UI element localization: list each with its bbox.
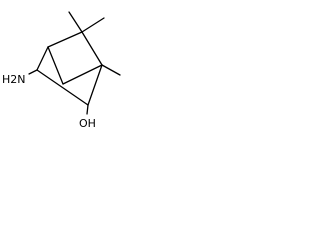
bond-bridgehead-to-amine-carbon [36,46,49,71]
bond-bridgehead-to-bridge-carbon [47,31,83,48]
bond-bridge-carbon-to-methyl-b [81,17,105,33]
bond-hydroxyl-carbon-to-bridgehead [87,64,103,106]
bond-back-carbon-to-bridgehead [62,64,103,85]
bond-bridge-carbon-to-bridgehead [81,31,103,66]
hydroxyl-label: OH [79,117,96,130]
bond-bridgehead-to-methyl [101,64,121,76]
bond-hydroxyl-carbon-to-oxygen [86,104,89,115]
bond-skeleton [28,11,121,115]
bond-bridge-carbon-to-methyl-a [68,11,83,33]
bond-amine-carbon-to-hydroxyl-carbon [36,69,89,106]
bond-bridgehead-to-back-carbon [47,46,64,85]
amine-label: H2N [2,73,26,86]
bicyclic-amino-alcohol-structure: H2N OH [2,11,121,130]
bond-amine-carbon-to-nitrogen [28,69,38,75]
